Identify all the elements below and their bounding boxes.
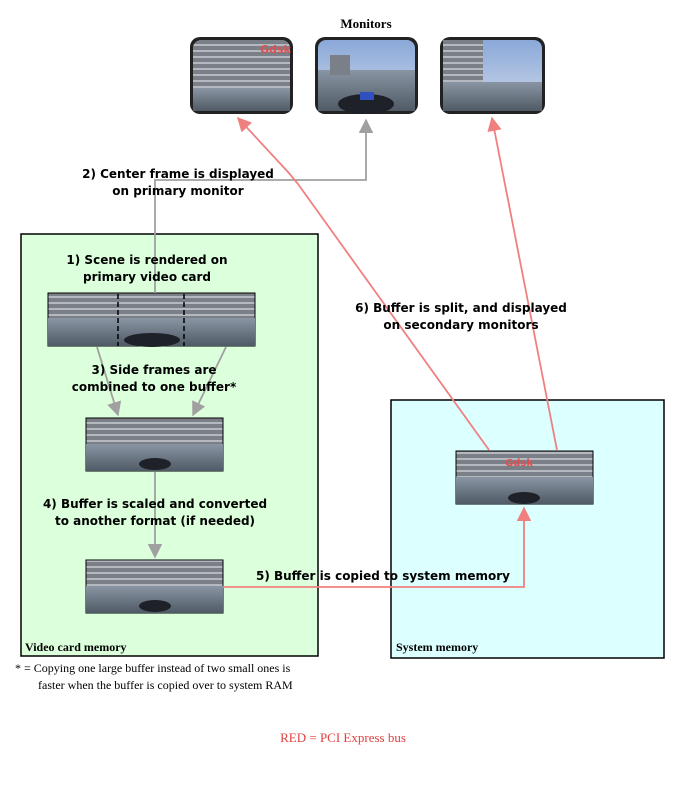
arrow-center-to-primary-monitor (154, 118, 374, 293)
system-memory-buffer: Gdsk (455, 450, 594, 505)
arrow-right-frame-to-buffer (192, 346, 227, 417)
step-1-label-line-2: primary video card (83, 270, 211, 284)
rendered-scene-buffer (47, 292, 256, 347)
step-6-label-line-2: on secondary monitors (383, 318, 538, 332)
system-memory-region (390, 399, 665, 659)
footnote-line-1: * = Copying one large buffer instead of … (15, 661, 291, 675)
system-memory-label: System memory (396, 640, 478, 654)
footnote-line-2: faster when the buffer is copied over to… (38, 678, 293, 692)
step-4-label-line-2: to another format (if needed) (55, 514, 255, 528)
svg-text:Gdsk: Gdsk (505, 458, 533, 469)
diagram-title: Monitors (340, 16, 391, 31)
monitor-right (440, 37, 545, 114)
combined-side-buffer (85, 417, 224, 472)
step-2-label-line-1: 2) Center frame is displayed (82, 167, 274, 181)
scaled-buffer (85, 559, 224, 614)
step-6-label-line-1: 6) Buffer is split, and displayed (355, 301, 567, 315)
step-3-label-line-2: combined to one buffer* (72, 380, 237, 394)
arrow-to-right-monitor (487, 116, 558, 451)
arrow-to-left-monitor (237, 116, 490, 451)
arrow-copy-to-system-memory (223, 506, 532, 588)
svg-text:Gdsk: Gdsk (260, 43, 291, 56)
step-2-label-line-2: on primary monitor (112, 184, 243, 198)
step-3-label-line-1: 3) Side frames are (91, 363, 216, 377)
step-5-label: 5) Buffer is copied to system memory (256, 569, 510, 583)
arrow-left-frame-to-buffer (96, 346, 122, 417)
video-card-memory-label: Video card memory (25, 640, 127, 654)
monitor-center (315, 37, 418, 114)
legend-pcie: RED = PCI Express bus (280, 730, 406, 745)
step-4-label-line-1: 4) Buffer is scaled and converted (43, 497, 267, 511)
step-1-label-line-1: 1) Scene is rendered on (66, 253, 227, 267)
monitor-left: Gdsk (190, 37, 293, 114)
